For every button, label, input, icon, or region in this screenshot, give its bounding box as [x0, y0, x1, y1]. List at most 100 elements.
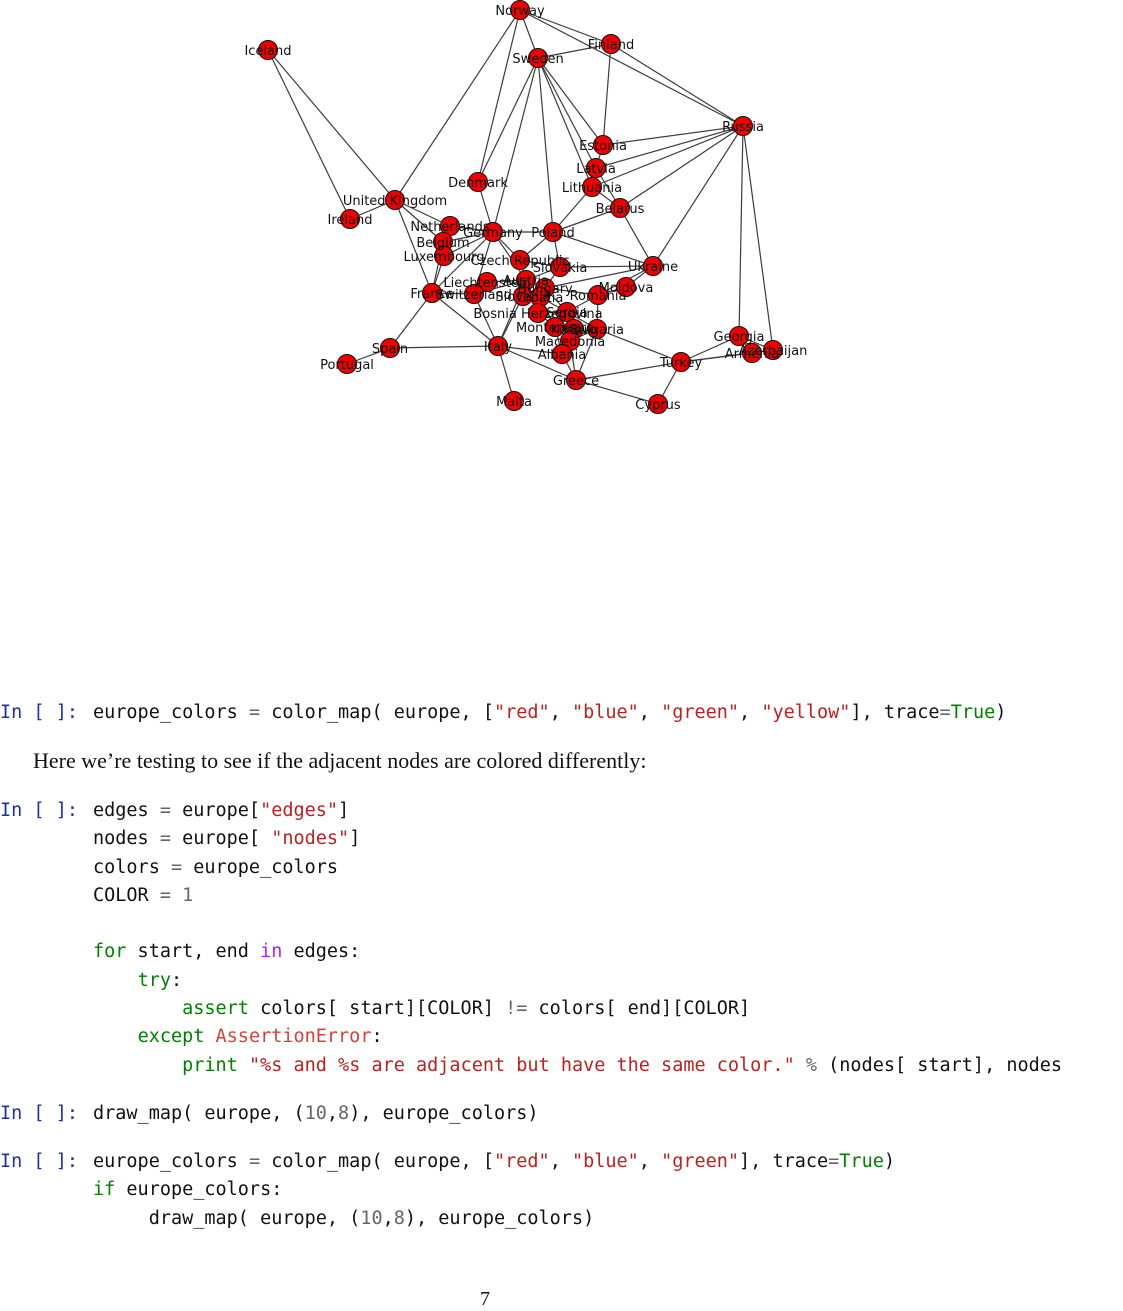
graph-node [587, 319, 607, 339]
graph-node-label: Spain [372, 342, 408, 357]
graph-node-label: Slovakia [533, 261, 588, 276]
graph-edge [519, 9, 612, 45]
code-cell-adjacency-test[interactable]: In [ ]: edges = europe["edges"] nodes = eu… [0, 797, 1123, 1080]
code-text: assert colors[ start][COLOR] != colors[ … [182, 998, 751, 1020]
code-text: except AssertionError: [137, 1026, 383, 1048]
graph-node-label: Georgia [714, 330, 765, 345]
graph-node-label: Latvia [576, 162, 616, 177]
graph-edge [575, 361, 682, 381]
graph-node-label: Cyprus [635, 398, 681, 413]
graph-node [648, 394, 668, 414]
graph-nodes [258, 0, 783, 414]
code-text: colors = europe_colors [93, 856, 339, 878]
graph-node [763, 340, 783, 360]
graph-node-label: Switzerland [436, 288, 512, 303]
graph-edge [431, 292, 499, 347]
graph-edge [389, 345, 499, 349]
code-line: draw_map( europe, (10,8), europe_colors) [0, 1205, 1123, 1233]
code-text: try: [137, 969, 183, 991]
graph-node-label: Italy [484, 340, 513, 355]
code-line: COLOR = 1 [0, 882, 1123, 910]
input-prompt: In [ ]: [0, 1103, 78, 1124]
graph-node [488, 336, 508, 356]
graph-node-label: Bulgaria [570, 323, 624, 338]
graph-node [586, 158, 606, 178]
graph-edge [492, 57, 539, 233]
graph-edge [595, 125, 744, 169]
graph-node-label: Belgium [416, 236, 469, 251]
code-line: try: [0, 967, 1123, 995]
graph-edge [519, 9, 744, 127]
code-line: nodes = europe[ "nodes"] [0, 825, 1123, 853]
graph-node-label: Estonia [579, 139, 627, 154]
graph-node-label: Lithuania [562, 181, 622, 196]
graph-node [337, 354, 357, 374]
graph-edge [602, 125, 744, 146]
input-prompt: In [ ]: [0, 702, 78, 723]
graph-node-label: Moldova [599, 281, 654, 296]
graph-node-label: Portugal [320, 358, 374, 373]
graph-node [601, 34, 621, 54]
graph-edge [559, 265, 654, 268]
code-line: In [ ]:europe_colors = color_map( europe… [0, 699, 1123, 727]
code-text: europe_colors = color_map( europe, ["red… [93, 1151, 895, 1172]
graph-node-label: Sweden [512, 52, 563, 67]
code-line: print "%s and %s are adjacent but have t… [0, 1052, 1123, 1080]
code-text: print "%s and %s are adjacent but have t… [182, 1054, 1063, 1076]
graph-edge [544, 265, 654, 289]
graph-edge [602, 43, 612, 146]
code-text: draw_map( europe, (10,8), europe_colors) [93, 1103, 539, 1124]
graph-edge [394, 9, 521, 201]
graph-node-label: Germany [463, 226, 523, 241]
code-line: except AssertionError: [0, 1023, 1123, 1051]
code-cell-draw-map[interactable]: In [ ]: draw_map( europe, (10,8), europe_… [0, 1100, 1123, 1128]
graph-node [557, 302, 577, 322]
graph-node-label: Greece [553, 374, 599, 389]
graph-node-label: France [410, 287, 453, 302]
graph-node-label: Ireland [328, 213, 373, 228]
graph-node-label: Serbia [546, 306, 587, 321]
graph-node-label: Czech Republic [471, 254, 570, 269]
graph-node [543, 222, 563, 242]
code-text: edges = europe["edges"] [93, 800, 350, 821]
graph-node-label: Russia [722, 120, 764, 135]
code-text: for start, end in edges: [93, 941, 361, 963]
graph-edge [742, 125, 774, 351]
input-prompt: In [ ]: [0, 800, 78, 821]
code-cell-color-map-3[interactable]: In [ ]:europe_colors = color_map( europe… [0, 1148, 1123, 1233]
graph-edge [497, 345, 563, 355]
graph-edge [477, 9, 521, 183]
graph-node [468, 172, 488, 192]
graph-edge [596, 328, 682, 363]
graph-node [380, 338, 400, 358]
graph-edge [537, 57, 554, 233]
graph-node [588, 285, 608, 305]
page-number: 7 [480, 1288, 490, 1310]
graph-node-label: Bosnia Herzegovina [473, 307, 602, 322]
graph-node [643, 256, 663, 276]
graph-edge [477, 57, 539, 183]
graph-edge [680, 335, 740, 363]
graph-node [616, 277, 636, 297]
graph-edge [267, 49, 396, 201]
graph-node-label: Ukraine [628, 260, 678, 275]
graph-node [504, 391, 524, 411]
graph-edge [652, 125, 744, 267]
graph-node-label: Romania [570, 289, 627, 304]
graph-node-label: Montenegro [516, 321, 594, 336]
code-cell-color-map-4[interactable]: In [ ]:europe_colors = color_map( europe… [0, 699, 1123, 727]
graph-node [510, 0, 530, 20]
code-line: In [ ]: edges = europe["edges"] [0, 797, 1123, 825]
graph-node [610, 198, 630, 218]
graph-node [566, 370, 586, 390]
graph-node [729, 326, 749, 346]
graph-node [582, 177, 602, 197]
code-line: In [ ]:europe_colors = color_map( europe… [0, 1148, 1123, 1176]
graph-node [510, 250, 530, 270]
graph-node [528, 48, 548, 68]
code-text: nodes = europe[ "nodes"] [93, 828, 361, 850]
graph-node [258, 40, 278, 60]
graph-node [733, 116, 753, 136]
